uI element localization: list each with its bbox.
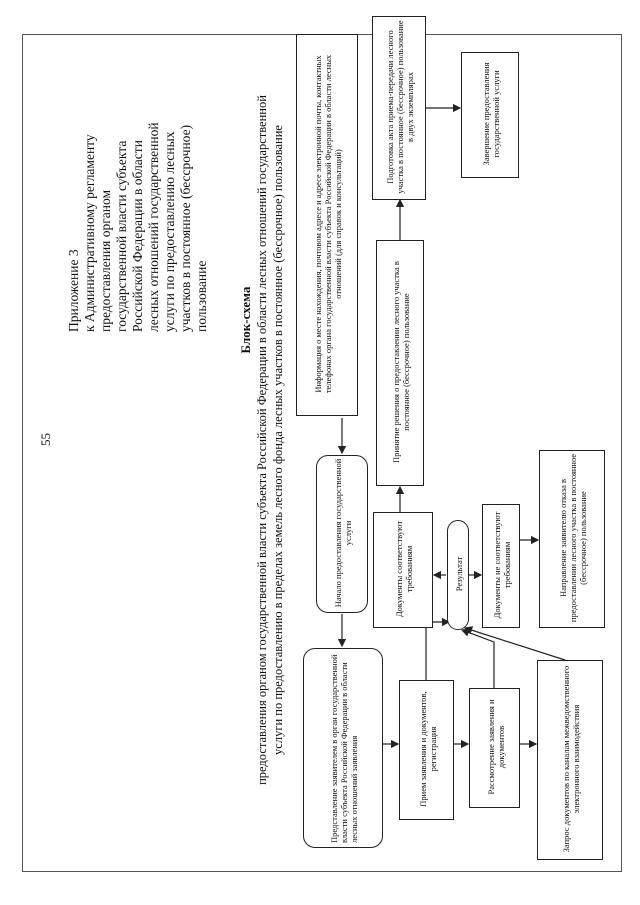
- completion-box: Завершение предоставления государственно…: [461, 52, 519, 178]
- decision-text: Принятие решения о предоставлении лесног…: [391, 261, 411, 463]
- request-text: Запрос документов по каналам межведомств…: [561, 665, 581, 853]
- arrow-request-to-result: [463, 626, 566, 661]
- submission-box: Представление заявителем в орган государ…: [303, 648, 383, 848]
- docs-not-ok-box: Документы не соответствуют требованиям: [482, 504, 520, 628]
- act-text: Подготовка акта приема-передачи лесного …: [385, 20, 415, 194]
- refusal-text: Направление заявителю отказа в предостав…: [558, 453, 588, 623]
- reception-box: Прием заявления и документов, регистраци…: [399, 680, 454, 820]
- review-text: Рассмотрение заявления и документов: [485, 699, 506, 795]
- info-box: Информация о месте нахождения, почтовом …: [296, 34, 358, 416]
- result-box: Результат: [447, 520, 469, 630]
- request-box: Запрос документов по каналам межведомств…: [537, 660, 603, 860]
- result-text: Результат: [454, 556, 464, 592]
- docs-ok-box: Документы соответствуют требованиям: [373, 512, 433, 628]
- start-box: Начало предоставления государственной ус…: [316, 455, 368, 613]
- info-text: Информация о месте нахождения, почтовом …: [313, 54, 343, 394]
- start-text: Начало предоставления государственной ус…: [333, 458, 353, 608]
- docs-not-ok-text: Документы не соответствуют требованиям: [492, 511, 512, 619]
- docs-ok-text: Документы соответствуют требованиям: [394, 520, 414, 618]
- act-box: Подготовка акта приема-передачи лесного …: [372, 16, 426, 200]
- reception-text: Прием заявления и документов, регистраци…: [417, 691, 438, 807]
- arrow-review-to-result: [460, 628, 495, 688]
- review-box: Рассмотрение заявления и документов: [469, 688, 520, 808]
- submission-text: Представление заявителем в орган государ…: [329, 654, 359, 843]
- arrow-reception-to-result: [425, 617, 451, 680]
- decision-box: Принятие решения о предоставлении лесног…: [376, 240, 424, 486]
- refusal-box: Направление заявителю отказа в предостав…: [539, 450, 605, 628]
- completion-text: Завершение предоставления государственно…: [481, 62, 501, 166]
